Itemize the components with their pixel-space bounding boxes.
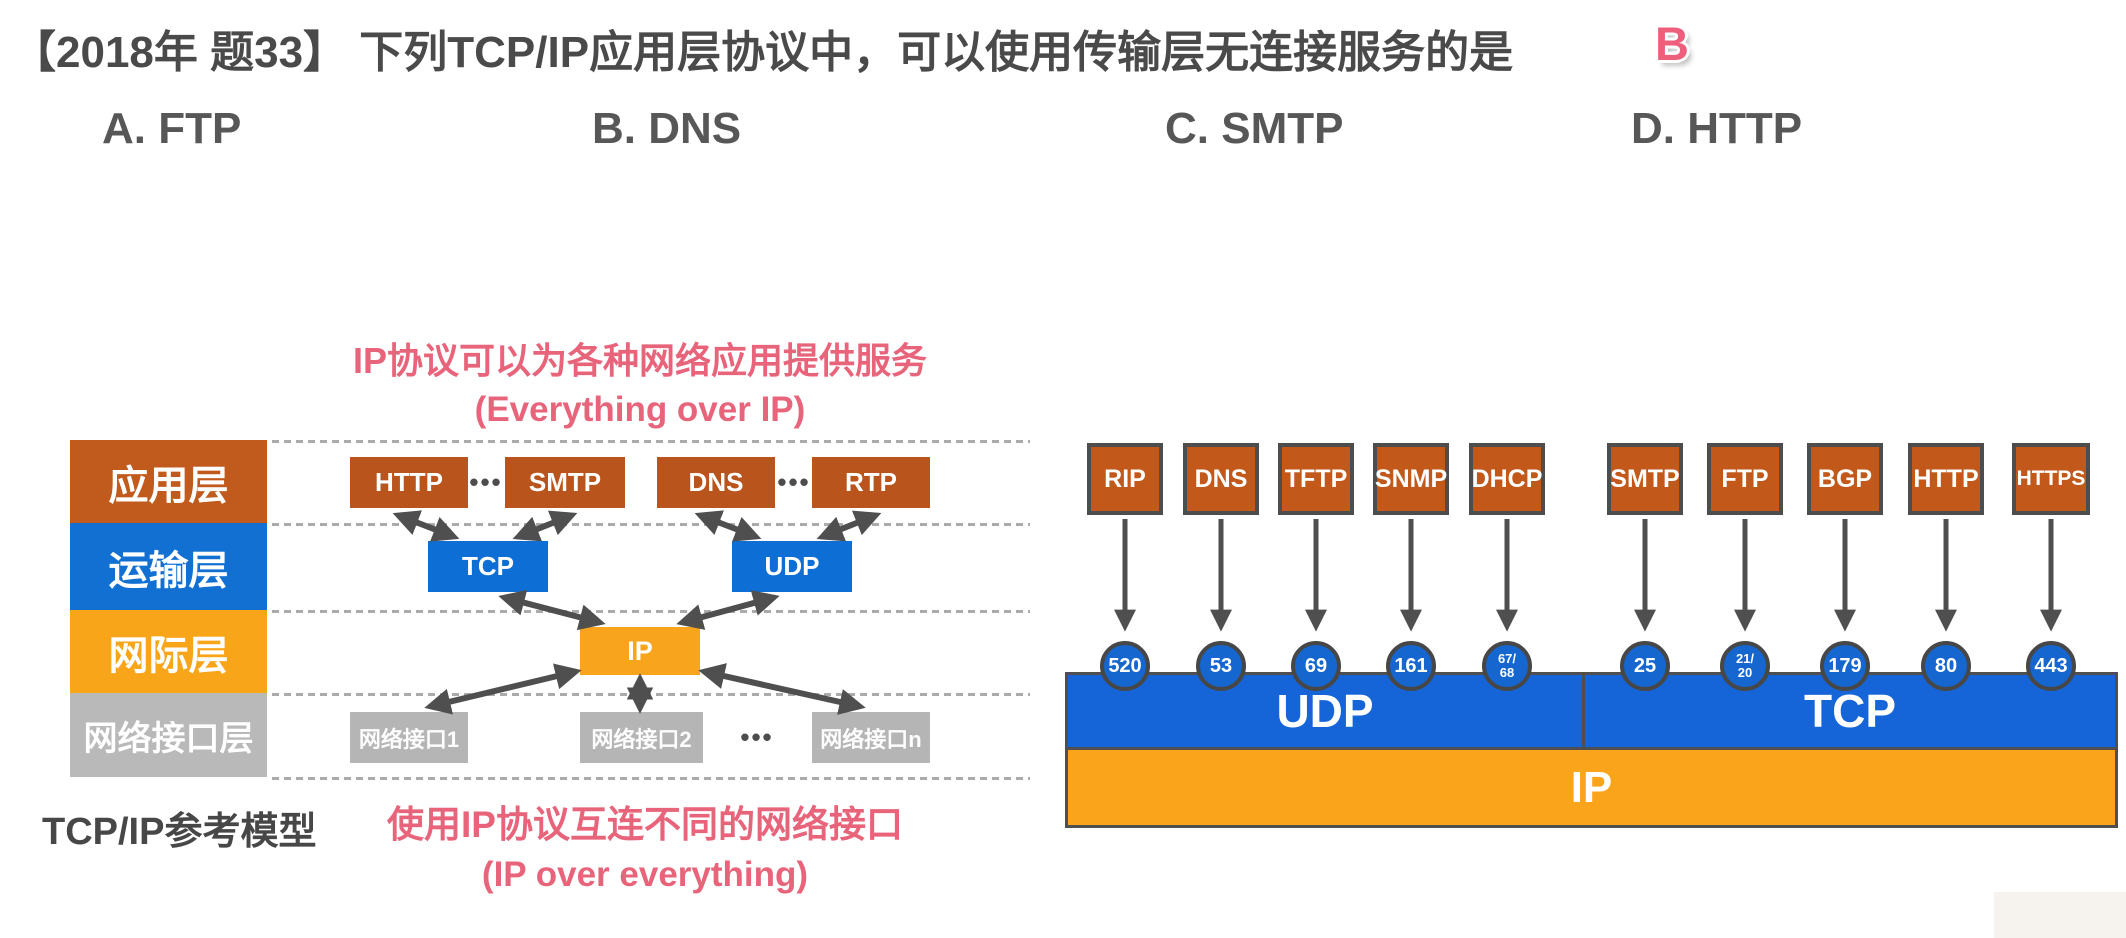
question-title: 【2018年 题33】 下列TCP/IP应用层协议中，可以使用传输层无连接服务的…: [12, 28, 1514, 77]
rbox-snmp: SNMP: [1373, 443, 1449, 515]
caption-top-line1: IP协议可以为各种网络应用提供服务: [352, 340, 927, 381]
rbox-rip: RIP: [1087, 443, 1163, 515]
rbox-ftp: FTP: [1707, 443, 1783, 515]
port-53: 53: [1196, 641, 1246, 691]
dashed-line-5: [272, 777, 1030, 780]
option-a: A. FTP: [102, 104, 242, 153]
caption-top-line2: (Everything over IP): [474, 390, 806, 429]
box-interface-2: 网络接口2: [580, 712, 703, 763]
port-520-value: 520: [1108, 655, 1142, 677]
port-67-68: 67/ 68: [1482, 641, 1532, 691]
transport-bar: UDP TCP: [1065, 672, 2118, 750]
box-tcp: TCP: [428, 541, 548, 592]
arrow-smtp-tcp: [512, 510, 578, 542]
box-udp: UDP: [732, 541, 852, 592]
port-67-value: 67/: [1497, 651, 1517, 666]
ip-bar-label: IP: [1570, 762, 1613, 812]
arrow-dns-udp: [694, 510, 762, 542]
port-520: 520: [1100, 641, 1150, 691]
box-ip: IP: [580, 627, 700, 675]
dashed-line-1: [272, 440, 1030, 443]
caption-bottom-line1: 使用IP协议互连不同的网络接口: [387, 804, 903, 845]
udp-segment: UDP: [1068, 675, 1582, 747]
option-b: B. DNS: [592, 104, 742, 153]
rbox-http: HTTP: [1908, 443, 1984, 515]
ellipsis-app-1: •••: [469, 467, 503, 497]
rbox-tftp: TFTP: [1278, 443, 1354, 515]
port-179-value: 179: [1828, 655, 1862, 677]
arrow-http-tcp: [392, 510, 460, 542]
port-161-value: 161: [1394, 655, 1428, 677]
layer-network-interface: 网络接口层: [70, 693, 267, 777]
dashed-line-3: [272, 610, 1030, 613]
port-68-value: 68: [1499, 665, 1515, 680]
dashed-line-4: [272, 693, 1030, 696]
layer-internet: 网际层: [70, 610, 267, 693]
box-dns: DNS: [657, 457, 775, 508]
layer-application: 应用层: [70, 440, 267, 523]
port-20-value: 20: [1737, 665, 1753, 680]
model-label: TCP/IP参考模型: [42, 811, 317, 853]
port-53-value: 53: [1209, 655, 1233, 677]
right-diagram-arrows: [1113, 519, 2063, 632]
arrow-ip-interfacen: [698, 663, 866, 715]
ellipsis-interfaces: •••: [740, 722, 774, 752]
answer-badge: B: [1655, 17, 1689, 70]
box-http: HTTP: [350, 457, 468, 508]
caption-everything-over-ip: IP协议可以为各种网络应用提供服务 (Everything over IP): [320, 336, 960, 434]
port-21-value: 21/: [1735, 651, 1755, 666]
udp-segment-label: UDP: [1276, 685, 1374, 737]
port-443: 443: [2026, 641, 2076, 691]
port-179: 179: [1820, 641, 1870, 691]
box-interface-1: 网络接口1: [350, 712, 468, 763]
option-c: C. SMTP: [1165, 104, 1344, 153]
tcp-segment-label: TCP: [1804, 685, 1896, 737]
box-rtp: RTP: [812, 457, 930, 508]
rbox-bgp: BGP: [1807, 443, 1883, 515]
caption-bottom-line2: (IP over everything): [481, 855, 809, 894]
rbox-smtp: SMTP: [1607, 443, 1683, 515]
port-69-value: 69: [1304, 655, 1328, 677]
rbox-dns: DNS: [1183, 443, 1259, 515]
layer-transport: 运输层: [70, 523, 267, 610]
option-d: D. HTTP: [1631, 104, 1803, 153]
arrow-rtp-udp: [816, 510, 882, 542]
port-443-value: 443: [2034, 655, 2068, 677]
ellipsis-app-2: •••: [777, 467, 811, 497]
rbox-dhcp: DHCP: [1469, 443, 1545, 515]
port-80: 80: [1921, 641, 1971, 691]
port-161: 161: [1386, 641, 1436, 691]
udp-tcp-divider: [1582, 675, 1585, 747]
watermark-patch: [1994, 892, 2126, 938]
port-69: 69: [1291, 641, 1341, 691]
box-smtp: SMTP: [505, 457, 625, 508]
port-21-20: 21/ 20: [1720, 641, 1770, 691]
tcp-segment: TCP: [1585, 675, 2115, 747]
caption-ip-over-everything: 使用IP协议互连不同的网络接口 (IP over everything): [325, 800, 965, 900]
arrow-ip-interface1: [424, 663, 582, 715]
port-25-value: 25: [1633, 655, 1657, 677]
ip-bar: IP: [1065, 750, 2118, 828]
port-25: 25: [1620, 641, 1670, 691]
rbox-https: HTTPS: [2012, 443, 2090, 515]
dashed-line-2: [272, 523, 1030, 526]
box-interface-n: 网络接口n: [812, 712, 930, 763]
port-80-value: 80: [1934, 655, 1958, 677]
